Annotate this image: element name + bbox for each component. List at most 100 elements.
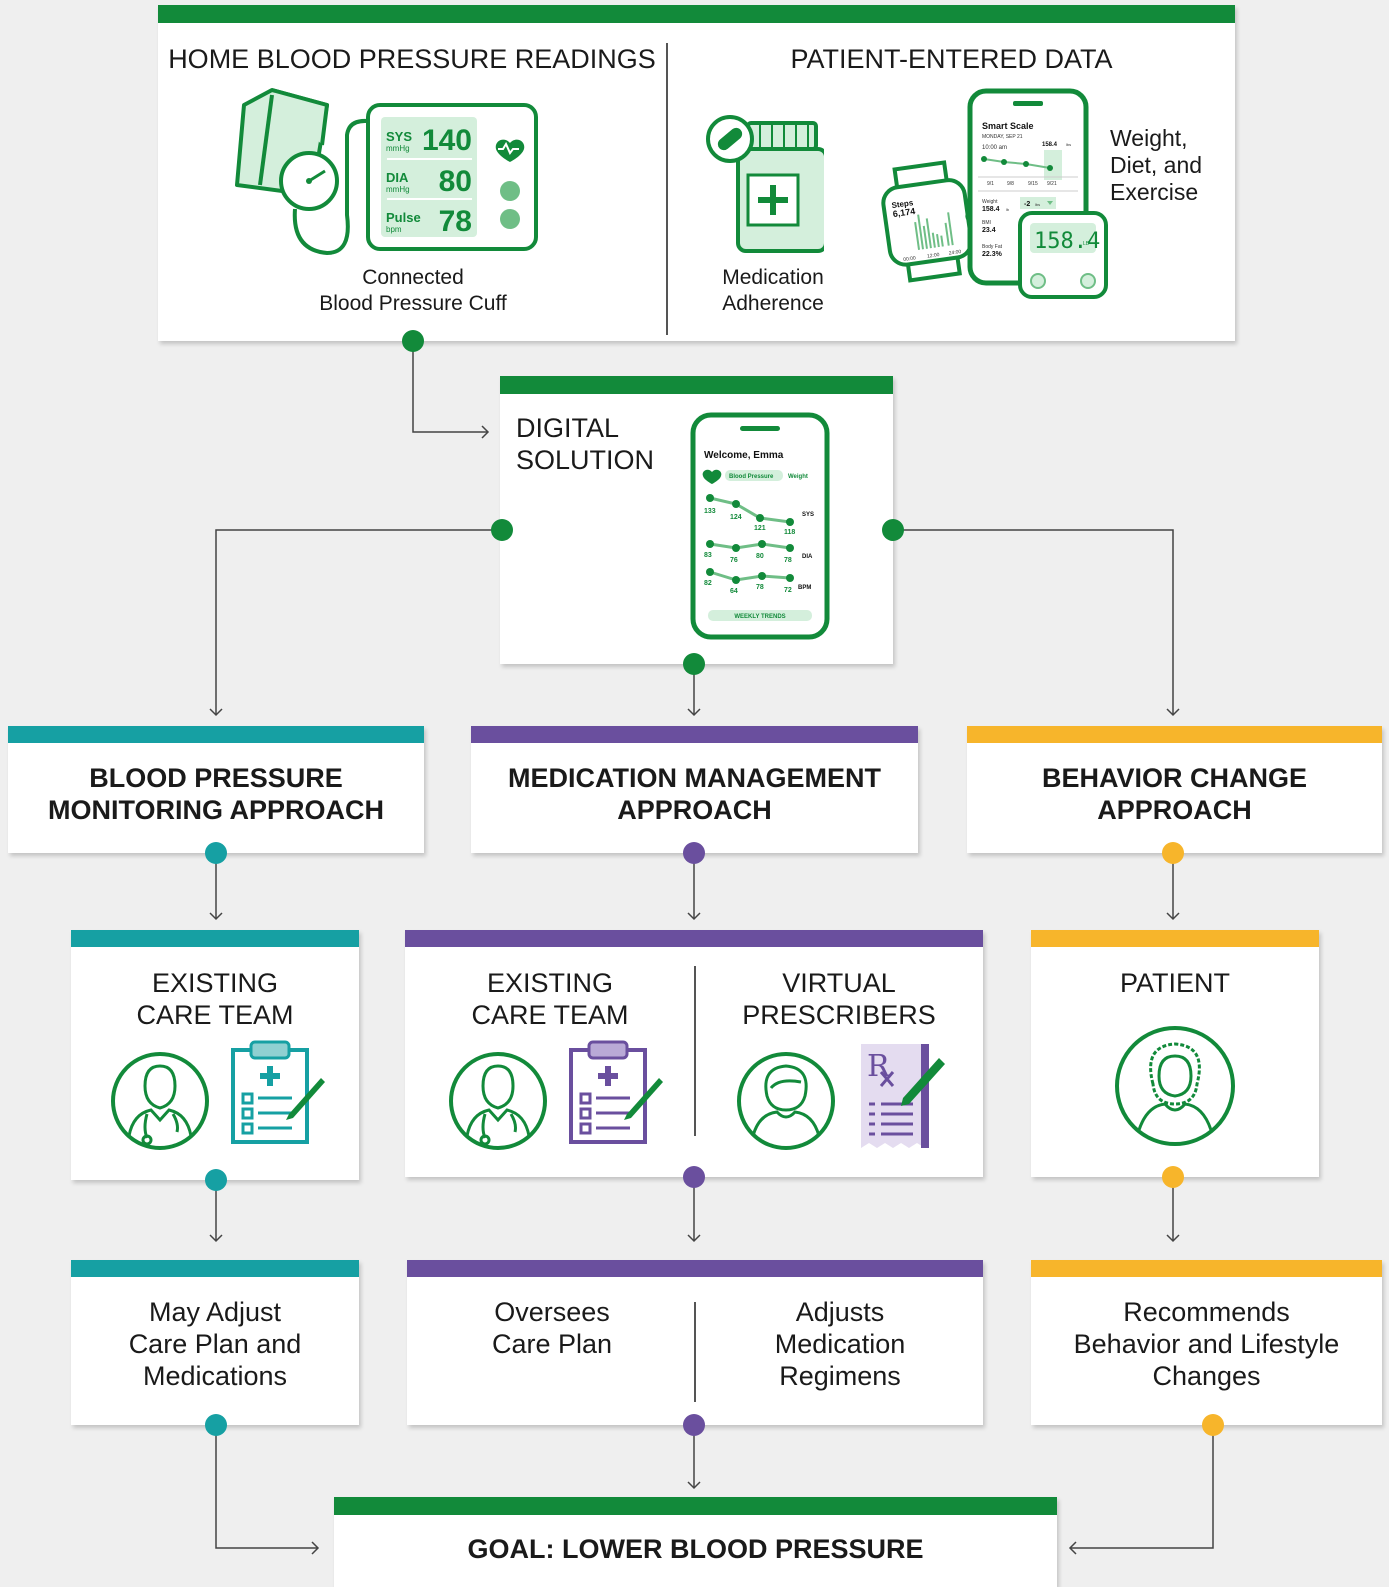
svg-text:121: 121	[754, 525, 766, 532]
svg-text:23.4: 23.4	[982, 227, 996, 234]
purple-header-bar	[471, 726, 918, 743]
behavior-action-box: Recommends Behavior and Lifestyle Change…	[1031, 1260, 1382, 1425]
svg-text:118: 118	[784, 529, 795, 536]
svg-text:9/1: 9/1	[987, 181, 994, 187]
divider	[666, 43, 668, 335]
med-action-right-line2: Medication	[774, 1329, 906, 1359]
svg-text:Smart Scale: Smart Scale	[982, 121, 1034, 131]
clipboard-icon	[569, 1040, 663, 1144]
bp-monitoring-approach-box: BLOOD PRESSURE MONITORING APPROACH	[8, 726, 424, 853]
med-approach-line1: MEDICATION MANAGEMENT	[508, 763, 881, 793]
beh-action-line1: Recommends	[1123, 1297, 1290, 1327]
svg-text:-2: -2	[1024, 201, 1030, 208]
svg-text:78: 78	[756, 584, 764, 591]
svg-text:133: 133	[704, 508, 716, 515]
behavior-change-approach-box: BEHAVIOR CHANGE APPROACH	[967, 726, 1382, 853]
connector-digital-to-beh	[893, 529, 1180, 717]
svg-text:00:00: 00:00	[903, 255, 916, 263]
doctor-icon	[111, 1052, 209, 1150]
connector-top-to-digital	[412, 341, 490, 439]
svg-text:Pulse: Pulse	[386, 210, 421, 225]
divider	[694, 1302, 696, 1402]
svg-text:MONDAY, SEP 21: MONDAY, SEP 21	[982, 134, 1023, 140]
patient-entered-data-title: PATIENT-ENTERED DATA	[790, 44, 1113, 74]
svg-text:WEEKLY TRENDS: WEEKLY TRENDS	[734, 614, 785, 620]
svg-text:mmHg: mmHg	[386, 144, 410, 153]
svg-text:lb: lb	[1006, 207, 1010, 212]
virtual-prescriber-icon	[737, 1052, 835, 1150]
svg-text:9/8: 9/8	[1007, 181, 1014, 187]
prescription-icon: R	[861, 1044, 945, 1148]
bp-care-team-box: EXISTING CARE TEAM	[71, 930, 359, 1180]
clipboard-icon	[231, 1040, 325, 1144]
phone-app-icon: Welcome, Emma Blood Pressure Weight 133 1…	[690, 412, 830, 640]
svg-text:10:00 am: 10:00 am	[982, 145, 1007, 151]
patient-icon	[1115, 1026, 1235, 1146]
bp-action-box: May Adjust Care Plan and Medications	[71, 1260, 359, 1425]
digital-solution-title: DIGITAL SOLUTION	[516, 413, 655, 475]
svg-text:bpm: bpm	[386, 225, 402, 234]
goal-box: GOAL: LOWER BLOOD PRESSURE	[334, 1497, 1057, 1587]
beh-approach-line2: APPROACH	[1097, 795, 1252, 825]
svg-text:22.3%: 22.3%	[982, 251, 1003, 258]
connector-digital-to-bp	[209, 529, 500, 717]
connector-bp-to-goal	[215, 1425, 320, 1555]
bp-approach-line2: MONITORING APPROACH	[47, 795, 384, 825]
beh-action-line3: Changes	[1152, 1361, 1261, 1391]
svg-text:Blood Pressure: Blood Pressure	[729, 474, 774, 480]
svg-text:78: 78	[439, 205, 472, 238]
connector-beh-to-goal	[1068, 1425, 1214, 1555]
goal-label: GOAL: LOWER BLOOD PRESSURE	[467, 1534, 924, 1564]
med-approach-line2: APPROACH	[617, 795, 772, 825]
cuff-caption-line1: Connected	[362, 266, 464, 289]
patient-title: PATIENT	[1119, 968, 1230, 998]
green-header-bar	[334, 1497, 1057, 1515]
svg-text:BPM: BPM	[798, 585, 811, 591]
medication-caption-line1: Medication	[722, 266, 824, 289]
med-team-right-line1: VIRTUAL	[782, 968, 896, 998]
med-action-right-line1: Adjusts	[795, 1297, 885, 1327]
svg-text:BMI: BMI	[982, 220, 991, 226]
blood-pressure-cuff-icon: SYS mmHg 140 DIA mmHg 80 Pulse bpm 78	[235, 88, 538, 256]
svg-text:158.4: 158.4	[982, 206, 1000, 213]
svg-text:80: 80	[439, 165, 472, 198]
svg-text:LB: LB	[1083, 241, 1090, 247]
bp-action-line2: Care Plan and	[128, 1329, 302, 1359]
patient-box: PATIENT	[1031, 930, 1319, 1177]
teal-header-bar	[8, 726, 424, 743]
svg-text:64: 64	[730, 588, 738, 595]
svg-text:Weight: Weight	[788, 474, 808, 480]
purple-header-bar	[407, 1260, 983, 1277]
svg-text:Steps: Steps	[891, 198, 914, 210]
medication-caption-line2: Adherence	[722, 292, 824, 315]
svg-text:Welcome, Emma: Welcome, Emma	[704, 450, 784, 461]
cuff-caption-line2: Blood Pressure Cuff	[319, 292, 507, 315]
green-header-bar	[500, 376, 893, 394]
gold-header-bar	[967, 726, 1382, 743]
home-bp-readings-title: HOME BLOOD PRESSURE READINGS	[168, 44, 656, 74]
med-action-right-line3: Regimens	[779, 1361, 901, 1391]
medication-management-approach-box: MEDICATION MANAGEMENT APPROACH	[471, 726, 918, 853]
med-action-left-line2: Care Plan	[491, 1329, 613, 1359]
svg-text:78: 78	[784, 557, 792, 564]
svg-text:82: 82	[704, 580, 712, 587]
svg-text:140: 140	[422, 124, 472, 157]
svg-text:80: 80	[756, 553, 764, 560]
medication-action-box: Oversees Care Plan Adjusts Medication Re…	[407, 1260, 983, 1425]
purple-header-bar	[405, 930, 983, 947]
svg-text:6,174: 6,174	[892, 206, 916, 219]
medication-bottle-icon	[706, 115, 824, 253]
svg-text:9/21: 9/21	[1047, 181, 1057, 187]
beh-action-line2: Behavior and Lifestyle	[1073, 1329, 1340, 1359]
svg-text:9/15: 9/15	[1028, 181, 1038, 187]
svg-text:72: 72	[784, 587, 792, 594]
bp-team-line2: CARE TEAM	[136, 1000, 294, 1030]
divider	[694, 966, 696, 1136]
gold-header-bar	[1031, 1260, 1382, 1277]
med-team-right-line2: PRESCRIBERS	[742, 1000, 936, 1030]
svg-text:DIA: DIA	[802, 554, 813, 560]
svg-text:76: 76	[730, 557, 738, 564]
bp-approach-line1: BLOOD PRESSURE	[89, 763, 343, 793]
svg-text:lbs: lbs	[1066, 142, 1071, 147]
svg-text:124: 124	[730, 514, 742, 521]
